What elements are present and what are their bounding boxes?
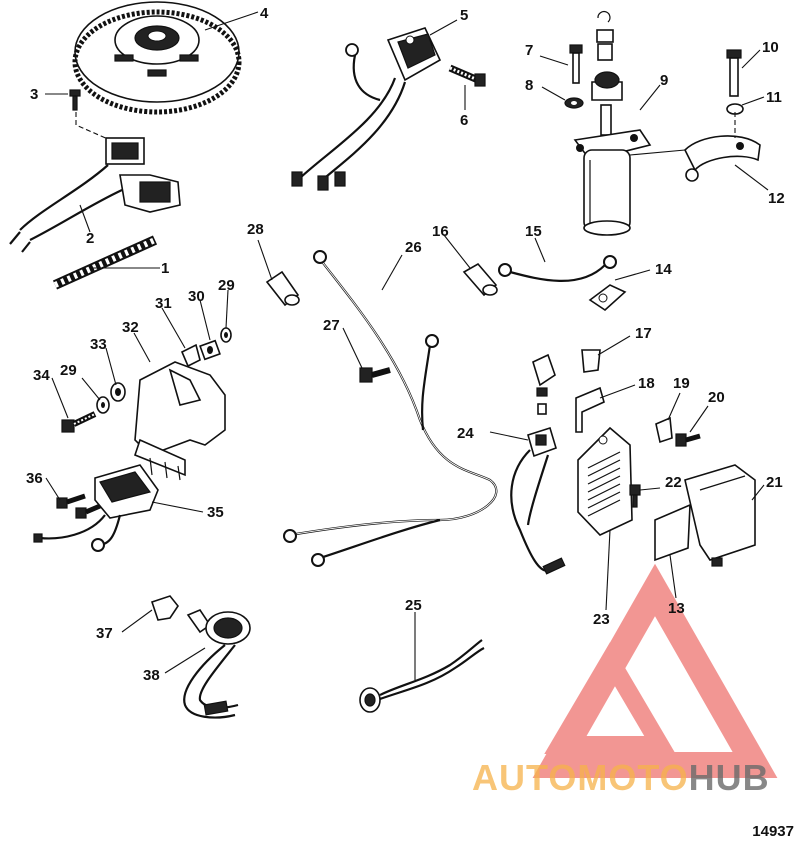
callout-32: 32 — [122, 319, 139, 336]
terminal-part-14 — [588, 284, 627, 312]
flywheel — [72, 1, 242, 115]
callout-33: 33 — [90, 336, 107, 353]
callout-24: 24 — [457, 425, 474, 442]
callout-38: 38 — [143, 667, 160, 684]
relay-part-24 — [510, 353, 566, 575]
callout-21: 21 — [766, 474, 783, 491]
figure-number: 14937 — [752, 823, 794, 840]
callout-26: 26 — [405, 239, 422, 256]
callout-10: 10 — [762, 39, 779, 56]
callout-5: 5 — [460, 7, 468, 24]
wire-wrap — [52, 235, 158, 290]
watermark-text-part2: HUB — [689, 757, 770, 798]
sensor-part-25 — [359, 639, 485, 713]
callout-31: 31 — [155, 295, 172, 312]
nut-part-33 — [110, 382, 126, 402]
coil-part-35 — [33, 464, 159, 552]
screw-part-27 — [359, 367, 391, 383]
callout-22: 22 — [665, 474, 682, 491]
callout-34: 34 — [33, 367, 50, 384]
callout-27: 27 — [323, 317, 340, 334]
callout-7: 7 — [525, 42, 533, 59]
callout-29-left: 29 — [60, 362, 77, 379]
boot-part-16 — [462, 262, 498, 297]
callout-15: 15 — [525, 223, 542, 240]
spacer-part-19 — [655, 416, 673, 444]
rectifier-part-23 — [577, 426, 633, 536]
callout-2: 2 — [86, 230, 94, 247]
watermark-text-part1: AUTOMOTO — [472, 757, 689, 798]
washer-part-29-top — [220, 327, 232, 343]
gasket-part-13 — [654, 503, 691, 562]
starter-motor — [564, 10, 652, 236]
callout-14: 14 — [655, 261, 672, 278]
callout-labels: 1 2 3 4 5 6 7 8 9 10 11 12 13 14 15 16 1… — [26, 5, 785, 684]
leader-lines — [45, 11, 769, 680]
callout-8: 8 — [525, 77, 533, 94]
callout-36: 36 — [26, 470, 43, 487]
callout-13: 13 — [668, 600, 685, 617]
battery-cable-part-15 — [498, 255, 617, 282]
clip-part-18 — [575, 386, 605, 433]
callout-11: 11 — [766, 89, 782, 106]
callout-18: 18 — [638, 375, 655, 392]
callout-35: 35 — [207, 504, 224, 521]
callout-1: 1 — [161, 260, 169, 277]
wiring-harness-part-26 — [283, 250, 498, 567]
callout-23: 23 — [593, 611, 610, 628]
screw-part-36-a — [56, 493, 86, 509]
callout-37: 37 — [96, 625, 113, 642]
washer-part-29-left — [96, 396, 110, 414]
ignition-switch-part-38 — [183, 609, 251, 719]
boot-part-28 — [265, 270, 300, 307]
callout-3: 3 — [30, 86, 38, 103]
logo-triangle-inner — [544, 642, 676, 754]
nut-part-31 — [180, 343, 201, 368]
clip-part-17 — [581, 349, 601, 373]
callout-29-top: 29 — [218, 277, 235, 294]
callout-17: 17 — [635, 325, 652, 342]
cover-part-21 — [684, 464, 756, 567]
screw-part-36-b — [75, 503, 101, 519]
callout-16: 16 — [432, 223, 449, 240]
screw-part-20 — [675, 433, 701, 447]
screw-part-3 — [69, 89, 81, 111]
spacer-part-30 — [199, 339, 221, 361]
callout-4: 4 — [260, 5, 269, 22]
callout-12: 12 — [768, 190, 785, 207]
screw-part-6 — [448, 64, 486, 87]
callout-19: 19 — [673, 375, 690, 392]
starter-bracket — [684, 49, 761, 182]
watermark-logo — [532, 563, 778, 778]
rectifier-part-5 — [291, 27, 442, 191]
callout-9: 9 — [660, 72, 668, 89]
stator-assembly — [9, 137, 181, 253]
callout-6: 6 — [460, 112, 468, 129]
bracket-part-32 — [134, 361, 226, 481]
callout-20: 20 — [708, 389, 725, 406]
watermark-text: AUTOMOTOHUB — [472, 757, 770, 798]
callout-25: 25 — [405, 597, 422, 614]
callout-30: 30 — [188, 288, 205, 305]
callout-28: 28 — [247, 221, 264, 238]
clip-part-37 — [150, 595, 179, 621]
screw-part-34 — [61, 411, 97, 433]
